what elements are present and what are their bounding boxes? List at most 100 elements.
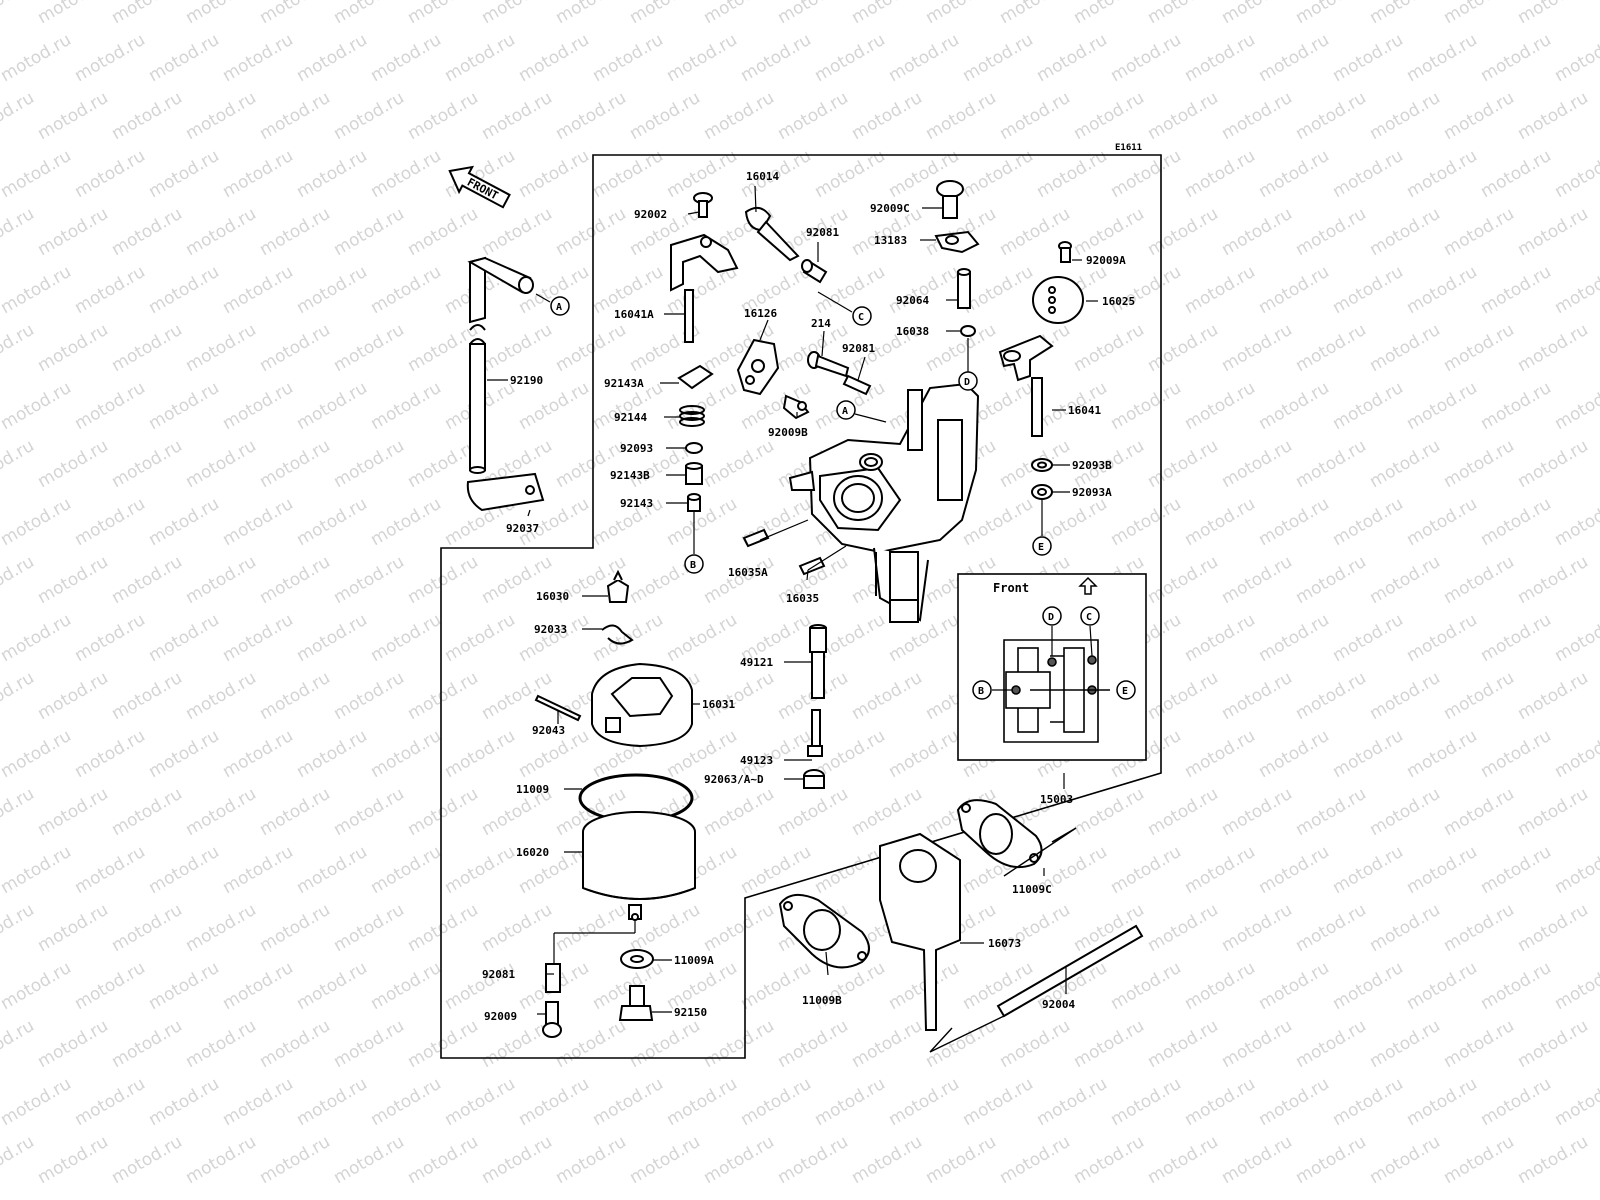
leader-lines [487, 185, 1098, 1015]
float-valve-16030 [606, 569, 630, 603]
inset-label: Front [993, 581, 1029, 595]
screw-92009B [782, 394, 810, 420]
svg-text:A: A [842, 406, 848, 417]
callout-d-oring: D [958, 371, 978, 391]
pilot-jet-16035A [742, 528, 770, 548]
seal-92093 [685, 442, 703, 454]
callout-d-inset: D [1042, 606, 1062, 626]
label-16035: 16035 [786, 592, 819, 605]
pilot-jet-16035 [798, 556, 826, 576]
bushing-92143B [685, 462, 703, 485]
svg-text:D: D [964, 377, 970, 388]
clip-92033 [601, 624, 634, 645]
label-92033: 92033 [534, 623, 567, 636]
washer-11009A [620, 949, 654, 969]
label-16126: 16126 [744, 307, 777, 320]
label-16038: 16038 [896, 325, 929, 338]
label-92043: 92043 [532, 724, 565, 737]
plate-16025 [1032, 276, 1084, 324]
bushing-92143 [687, 493, 701, 512]
label-92002: 92002 [634, 208, 667, 221]
label-16041: 16041 [1068, 404, 1101, 417]
inset-carb-bottom-view [1003, 639, 1110, 743]
spring-92081-mid [842, 374, 872, 396]
label-92037: 92037 [506, 522, 539, 535]
label-16031: 16031 [702, 698, 735, 711]
svg-text:E: E [1038, 542, 1044, 553]
pin-92043 [534, 694, 582, 722]
main-jet-49123 [807, 709, 823, 757]
label-92063: 92063/A~D [704, 773, 764, 786]
float-bowl-16020 [582, 811, 696, 921]
gasket-11009B [778, 893, 870, 969]
label-16025: 16025 [1102, 295, 1135, 308]
label-16014: 16014 [746, 170, 779, 183]
label-16041A: 16041A [614, 308, 654, 321]
screw-16014 [744, 206, 800, 262]
gasket-11009C [956, 799, 1043, 868]
label-92081-mid: 92081 [842, 342, 875, 355]
label-15003: 15003 [1040, 793, 1073, 806]
label-16035A: 16035A [728, 566, 768, 579]
float-16031 [591, 662, 693, 748]
callout-e-seal: E [1032, 536, 1052, 556]
front-arrow: FRONT [448, 165, 511, 209]
hose-clamp-92037 [466, 472, 545, 512]
seal-92093B [1031, 458, 1053, 472]
svg-text:B: B [978, 686, 984, 697]
bolt-92150 [618, 985, 654, 1021]
bracket-13183 [934, 230, 980, 254]
label-92064: 92064 [896, 294, 929, 307]
label-92143A: 92143A [604, 377, 644, 390]
label-92093: 92093 [620, 442, 653, 455]
inset-front-arrow [1078, 576, 1098, 595]
fuel-hose-92190 [467, 256, 534, 474]
label-92009B: 92009B [768, 426, 808, 439]
callout-c-spring: C [852, 306, 872, 326]
nozzle-49121 [809, 624, 827, 699]
label-92004: 92004 [1042, 998, 1075, 1011]
jet-92063 [803, 769, 825, 789]
label-49121: 49121 [740, 656, 773, 669]
svg-text:E: E [1122, 686, 1128, 697]
label-16020: 16020 [516, 846, 549, 859]
screw-214 [807, 351, 850, 378]
pin-92064 [957, 268, 971, 309]
svg-text:B: B [690, 560, 696, 571]
label-11009C: 11009C [1012, 883, 1052, 896]
callouts: A C D A E B D C B E [550, 296, 1136, 700]
callout-b-bushing: B [684, 554, 704, 574]
callout-a-hose: A [550, 296, 570, 316]
label-214: 214 [811, 317, 831, 330]
label-16030: 16030 [536, 590, 569, 603]
o-ring-16038 [960, 325, 976, 337]
spring-92081-bottom [545, 963, 561, 993]
label-49123: 49123 [740, 754, 773, 767]
label-92009A: 92009A [1086, 254, 1126, 267]
callout-c-inset: C [1080, 606, 1100, 626]
screw-92009A [1058, 241, 1072, 263]
label-92190: 92190 [510, 374, 543, 387]
callout-b-inset: B [972, 680, 992, 700]
label-92144: 92144 [614, 411, 647, 424]
label-11009A: 11009A [674, 954, 714, 967]
diagram-code: E1611 [1115, 143, 1142, 153]
label-13183: 13183 [874, 234, 907, 247]
spring-92081-top [801, 259, 828, 284]
part-labels: 16014 92002 92081 92009C 13183 92009A 92… [482, 170, 1135, 1023]
screw-92002 [693, 192, 713, 218]
label-16073: 16073 [988, 937, 1021, 950]
label-92093A: 92093A [1072, 486, 1112, 499]
screw-92009C [936, 180, 964, 219]
label-92143: 92143 [620, 497, 653, 510]
svg-text:C: C [1086, 612, 1092, 623]
label-92143B: 92143B [610, 469, 650, 482]
callout-e-inset: E [1116, 680, 1136, 700]
seal-92093A [1031, 484, 1053, 500]
choke-lever-16041A [670, 233, 739, 343]
screw-92009 [542, 1001, 562, 1038]
carburetor-body-15003 [788, 382, 980, 623]
gasket-16126 [736, 338, 780, 396]
label-92081-bottom: 92081 [482, 968, 515, 981]
